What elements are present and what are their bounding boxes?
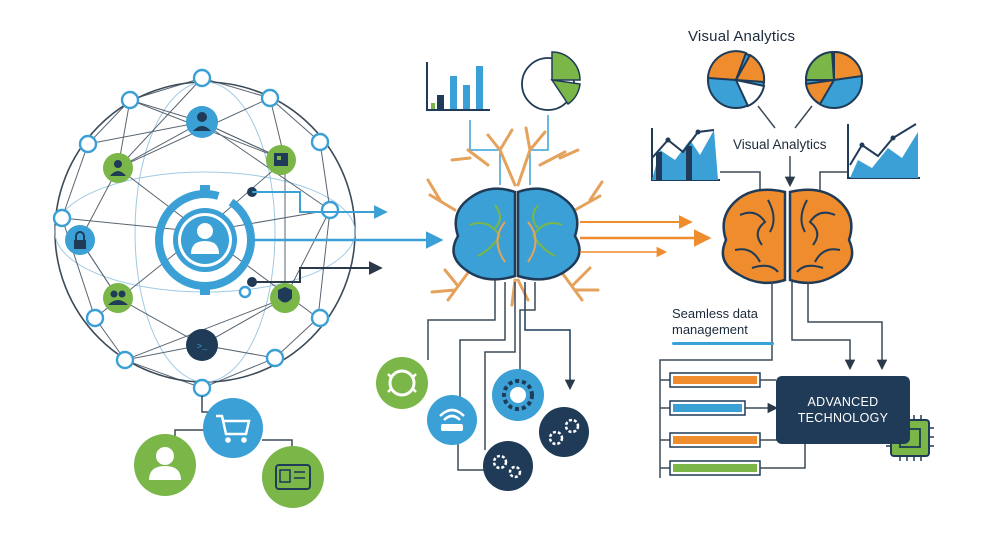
advanced-line-2: TECHNOLOGY — [797, 411, 889, 425]
bottom-left-cluster — [134, 396, 324, 508]
cogs-icon — [539, 407, 589, 457]
charts-to-brain-lines — [469, 115, 549, 185]
cart-icon — [203, 398, 263, 458]
central-user-hub — [155, 185, 255, 295]
brain-to-brain-arrows — [580, 215, 712, 258]
wifi-icon — [427, 395, 477, 445]
gear-ring-icon — [492, 369, 544, 421]
user-circle-icon — [134, 434, 196, 496]
orange-brain — [721, 188, 854, 285]
seamless-line-2: management — [672, 322, 748, 337]
node-terminal-icon: >_ — [186, 329, 218, 361]
bottom-mid-icons — [376, 357, 589, 491]
visual-analytics-title-mid: Visual Analytics — [733, 137, 827, 152]
visual-analytics-title-top: Visual Analytics — [688, 28, 796, 45]
seamless-line-1: Seamless data — [672, 306, 758, 321]
seamless-data-label: Seamless data management — [672, 306, 758, 338]
pie-chart-left — [706, 50, 766, 109]
node-users-icon — [103, 283, 133, 313]
brain-to-icons-lines — [427, 280, 576, 471]
advanced-line-1: ADVANCED — [807, 395, 879, 409]
blue-brain — [426, 126, 604, 307]
id-card-icon — [262, 446, 324, 508]
node-group-icon — [103, 153, 133, 183]
pie-chart-right — [804, 50, 864, 109]
line-chart-left — [651, 128, 720, 181]
network-to-brain-arrows — [250, 191, 444, 283]
seamless-underline — [672, 342, 774, 345]
mini-pie-chart-icon — [521, 51, 581, 111]
mini-bar-chart-icon — [426, 62, 490, 111]
brain-to-advanced-lines — [659, 282, 888, 478]
analytics-to-brain-lines — [720, 156, 848, 190]
node-shield-icon — [270, 283, 300, 313]
data-bars — [660, 372, 806, 476]
svg-text:>_: >_ — [197, 342, 208, 352]
node-chart-icon — [266, 145, 296, 175]
pies-to-label-lines — [757, 105, 813, 129]
line-chart-right — [847, 123, 920, 179]
ring-icon — [376, 357, 428, 409]
node-lock-icon — [65, 225, 95, 255]
advanced-technology-box: ADVANCED TECHNOLOGY — [776, 376, 910, 444]
gears-icon — [483, 441, 533, 491]
node-user-icon — [186, 106, 218, 138]
